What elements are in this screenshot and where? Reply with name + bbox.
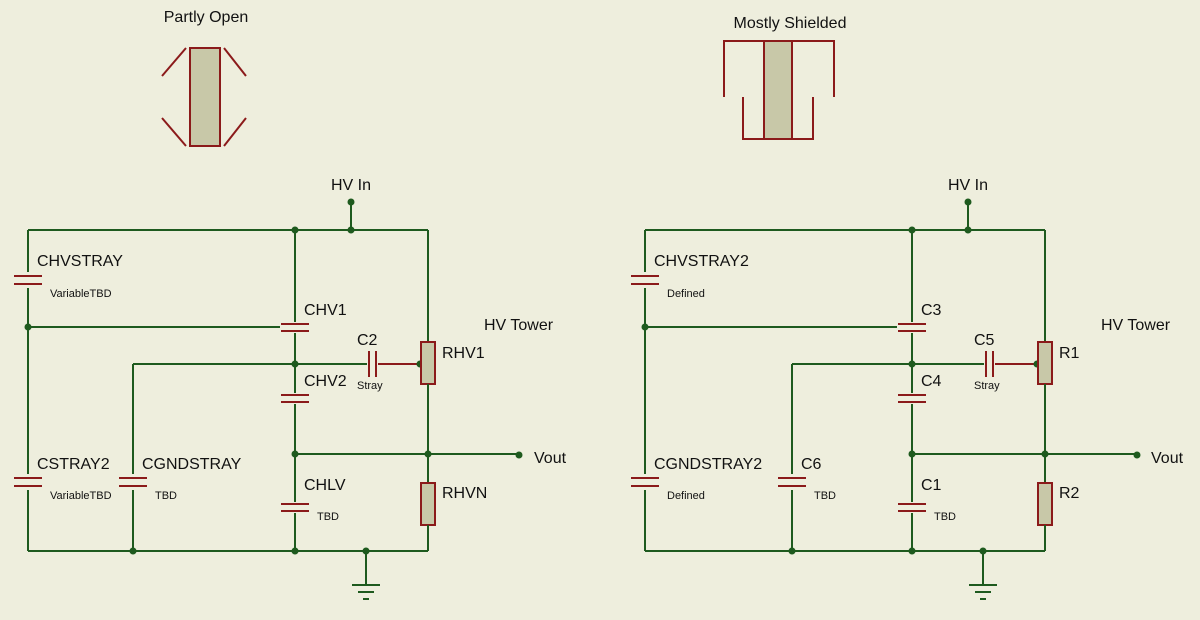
right-title: Mostly Shielded [734, 15, 847, 32]
right-chvstray2-label: CHVSTRAY2 [654, 253, 749, 270]
right-c4-capacitor [898, 394, 926, 403]
left-chlv-value: TBD [317, 511, 339, 523]
left-cgndstray-value: TBD [155, 490, 177, 502]
left-cstray2-label: CSTRAY2 [37, 456, 110, 473]
left-shield-symbol [161, 47, 247, 147]
right-c3-label: C3 [921, 302, 942, 319]
left-rhv1-label: RHV1 [442, 345, 485, 362]
left-cstray2-value: VariableTBD [50, 490, 112, 502]
left-chlv-label: CHLV [304, 477, 346, 494]
left-chv2-capacitor [281, 394, 309, 403]
left-rhvn-resistor [420, 482, 436, 526]
left-c2-label: C2 [357, 332, 378, 349]
left-cstray2-capacitor [14, 477, 42, 487]
right-cgndstray2-value: Defined [667, 490, 705, 502]
right-c5-value: Stray [974, 380, 1000, 392]
right-shield-symbol [723, 40, 835, 140]
right-c5-capacitor [985, 351, 994, 377]
right-c6-label: C6 [801, 456, 822, 473]
right-r2-label: R2 [1059, 485, 1080, 502]
right-chvstray2-value: Defined [667, 288, 705, 300]
right-tower-label: HV Tower [1101, 317, 1171, 334]
right-c6-capacitor [778, 477, 806, 487]
right-cgndstray2-label: CGNDSTRAY2 [654, 456, 762, 473]
left-chvstray-capacitor [14, 275, 42, 285]
left-cgndstray-label: CGNDSTRAY [142, 456, 242, 473]
right-vout-terminal [1133, 451, 1141, 459]
left-tower-label: HV Tower [484, 317, 554, 334]
right-c4-label: C4 [921, 373, 942, 390]
left-hv-in-label: HV In [331, 177, 371, 194]
left-ground-icon [352, 584, 380, 600]
right-hv-in-terminal [964, 198, 972, 206]
left-vout-terminal [515, 451, 523, 459]
left-chvstray-value: VariableTBD [50, 288, 112, 300]
left-cgndstray-capacitor [119, 477, 147, 487]
left-chv2-label: CHV2 [304, 373, 347, 390]
right-c1-value: TBD [934, 511, 956, 523]
right-chvstray2-capacitor [631, 275, 659, 285]
left-c2-value: Stray [357, 380, 383, 392]
left-c2-capacitor [368, 351, 377, 377]
left-title: Partly Open [164, 9, 248, 26]
right-ground-icon [969, 584, 997, 600]
right-r1-resistor [1037, 341, 1053, 385]
left-vout-label: Vout [534, 450, 567, 467]
right-hv-in-label: HV In [948, 177, 988, 194]
right-circuit: Mostly Shielded HV In [631, 15, 1184, 600]
left-rhv1-resistor [420, 341, 436, 385]
right-c3-capacitor [898, 323, 926, 332]
right-vout-label: Vout [1151, 450, 1184, 467]
right-r1-label: R1 [1059, 345, 1080, 362]
right-c1-label: C1 [921, 477, 942, 494]
right-c5-label: C5 [974, 332, 995, 349]
right-cgndstray2-capacitor [631, 477, 659, 487]
left-hv-in-terminal [347, 198, 355, 206]
left-circuit: Partly Open HV In [14, 9, 567, 600]
right-c1-capacitor [898, 503, 926, 512]
left-rhvn-label: RHVN [442, 485, 487, 502]
left-chv1-label: CHV1 [304, 302, 347, 319]
left-chv1-capacitor [281, 323, 309, 332]
left-chvstray-label: CHVSTRAY [37, 253, 123, 270]
right-r2-resistor [1037, 482, 1053, 526]
right-c6-value: TBD [814, 490, 836, 502]
left-chlv-capacitor [281, 503, 309, 512]
